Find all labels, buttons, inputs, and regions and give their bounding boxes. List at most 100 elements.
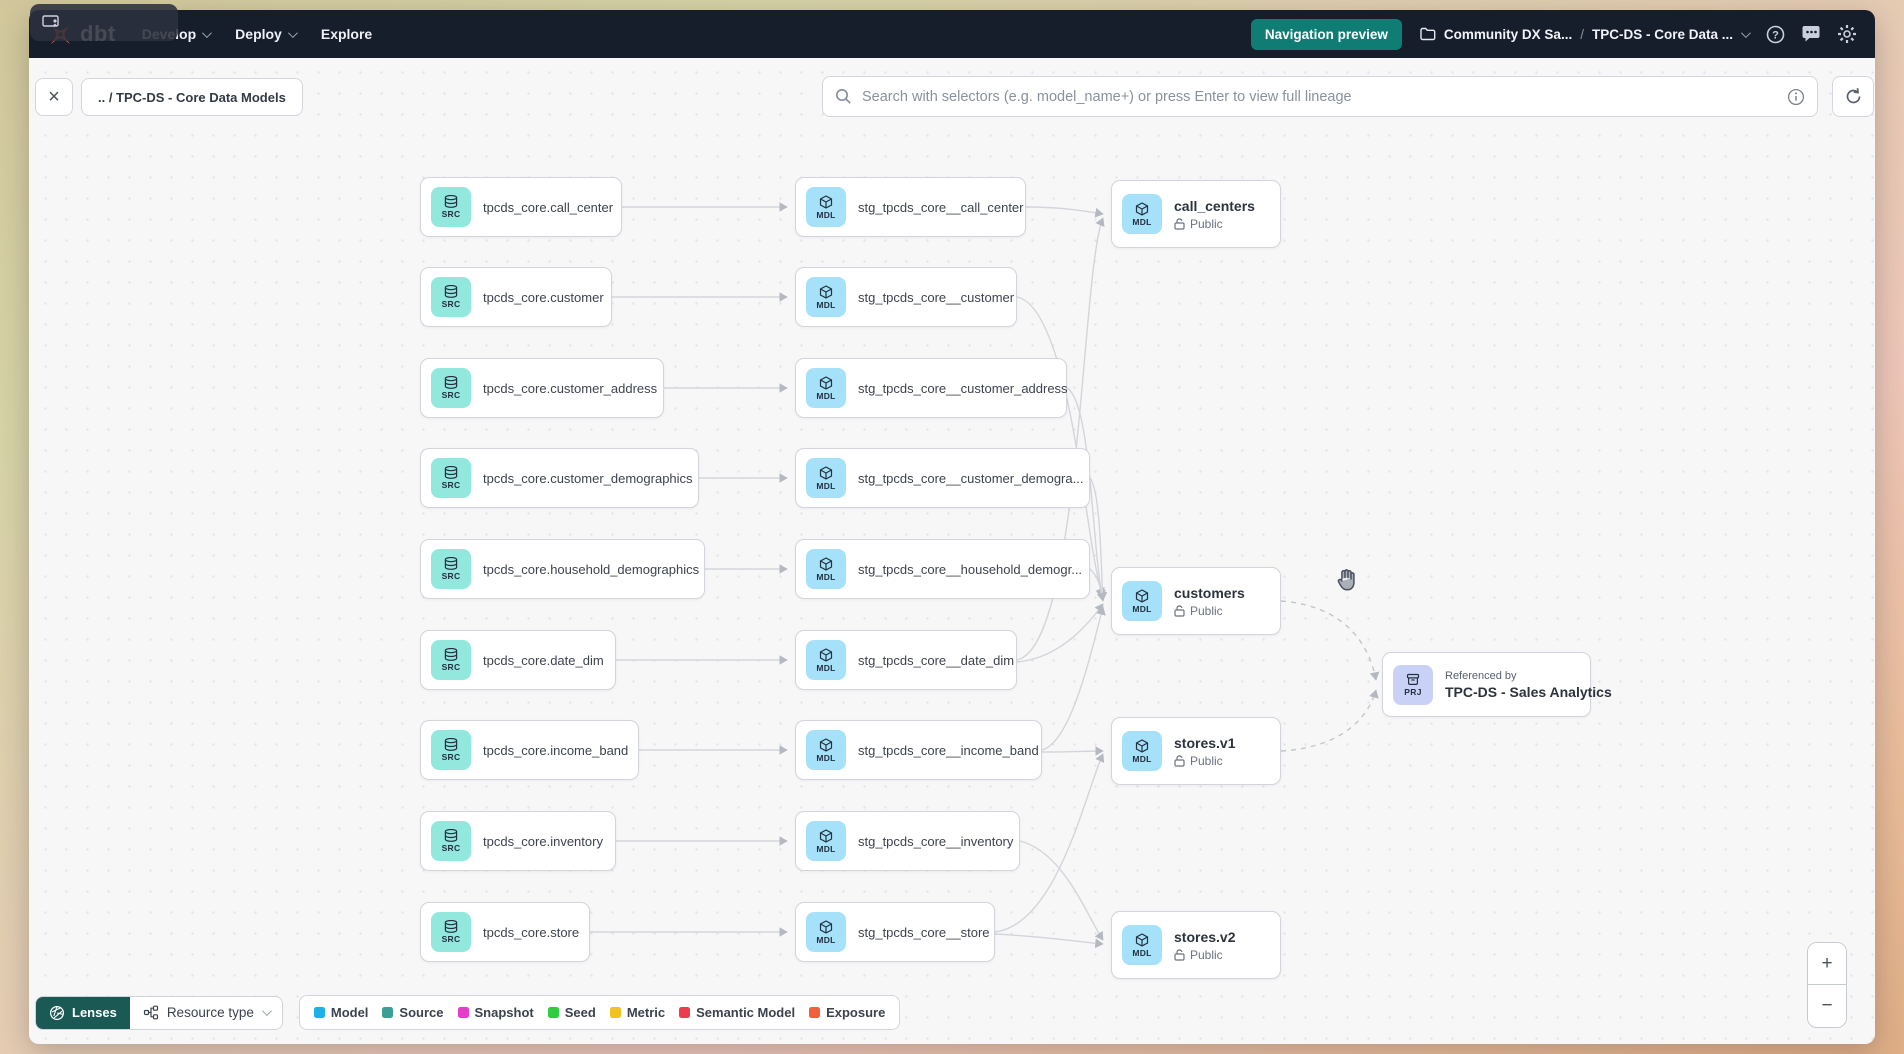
- model-node[interactable]: MDL stg_tpcds_core__inventory: [795, 811, 1020, 871]
- source-icon: SRC: [431, 730, 471, 770]
- source-icon: SRC: [431, 912, 471, 952]
- metric-swatch: [609, 1007, 621, 1018]
- feedback-icon[interactable]: [1801, 25, 1821, 43]
- source-icon: SRC: [431, 368, 471, 408]
- source-icon: SRC: [431, 821, 471, 861]
- source-node[interactable]: SRC tpcds_core.date_dim: [420, 630, 616, 690]
- svg-text:?: ?: [1772, 29, 1779, 41]
- source-icon: SRC: [431, 277, 471, 317]
- resource-type-icon: [143, 1005, 158, 1020]
- model-icon: MDL: [1122, 581, 1162, 621]
- snapshot-swatch: [457, 1007, 469, 1018]
- model-icon: MDL: [806, 821, 846, 861]
- public-model-node[interactable]: MDL stores.v2 Public: [1111, 911, 1281, 979]
- search-placeholder: Search with selectors (e.g. model_name+)…: [862, 88, 1352, 105]
- legend-item: Semantic Model: [679, 1005, 795, 1020]
- source-node[interactable]: SRC tpcds_core.customer_demographics: [420, 448, 699, 508]
- model-node[interactable]: MDL stg_tpcds_core__call_center: [795, 177, 1026, 237]
- legend-item: Exposure: [809, 1005, 885, 1020]
- search-icon: [836, 89, 851, 104]
- bottom-bar: Lenses Resource type Model Source Snapsh: [35, 995, 901, 1030]
- source-node[interactable]: SRC tpcds_core.household_demographics: [420, 539, 705, 599]
- model-icon: MDL: [806, 640, 846, 680]
- public-model-node[interactable]: MDL stores.v1 Public: [1111, 717, 1281, 785]
- source-icon: SRC: [431, 640, 471, 680]
- resource-type-dropdown[interactable]: Resource type: [129, 996, 282, 1029]
- model-icon: MDL: [1122, 925, 1162, 965]
- unlock-icon: [1174, 217, 1185, 230]
- monitor-icon: [42, 14, 59, 27]
- unlock-icon: [1174, 948, 1185, 961]
- nav-item-deploy[interactable]: Deploy: [235, 26, 298, 42]
- help-icon[interactable]: ?: [1766, 25, 1785, 44]
- legend-item: Model: [313, 1005, 368, 1020]
- model-icon: MDL: [806, 187, 846, 227]
- referenced-project-node[interactable]: PRJ Referenced by TPC-DS - Sales Analyti…: [1382, 652, 1612, 717]
- source-node[interactable]: SRC tpcds_core.customer: [420, 267, 612, 327]
- legend-item: Metric: [609, 1005, 665, 1020]
- source-node[interactable]: SRC tpcds_core.store: [420, 902, 590, 962]
- model-node[interactable]: MDL stg_tpcds_core__date_dim: [795, 630, 1017, 690]
- legend-item: Seed: [547, 1005, 596, 1020]
- source-node[interactable]: SRC tpcds_core.inventory: [420, 811, 616, 871]
- app-window: dbt Develop Deploy Explore Navigation pr…: [29, 10, 1875, 1044]
- resource-type-legend: Model Source Snapshot Seed Metric Semant…: [298, 995, 901, 1030]
- info-icon[interactable]: [1787, 88, 1805, 106]
- chevron-down-icon[interactable]: [1740, 27, 1751, 38]
- lineage-breadcrumb[interactable]: .. / TPC-DS - Core Data Models: [81, 78, 303, 116]
- source-node[interactable]: SRC tpcds_core.customer_address: [420, 358, 664, 418]
- model-node[interactable]: MDL stg_tpcds_core__customer_address: [795, 358, 1068, 418]
- model-icon: MDL: [1122, 731, 1162, 771]
- public-model-node[interactable]: MDL customers Public: [1111, 567, 1281, 635]
- unlock-icon: [1174, 754, 1185, 767]
- breadcrumb-page[interactable]: TPC-DS - Core Data ...: [1591, 26, 1733, 42]
- semantic-model-swatch: [679, 1007, 691, 1018]
- chevron-down-icon: [287, 27, 298, 38]
- settings-gear-icon[interactable]: [1837, 24, 1857, 44]
- source-node[interactable]: SRC tpcds_core.income_band: [420, 720, 639, 780]
- legend-item: Snapshot: [457, 1005, 534, 1020]
- lens-icon: [49, 1005, 65, 1020]
- legend-item: Source: [382, 1005, 444, 1020]
- nav-item-explore[interactable]: Explore: [320, 26, 373, 42]
- model-node[interactable]: MDL stg_tpcds_core__store: [795, 902, 995, 962]
- model-icon: MDL: [806, 730, 846, 770]
- model-node[interactable]: MDL stg_tpcds_core__income_band: [795, 720, 1042, 780]
- chevron-down-icon: [202, 27, 213, 38]
- model-swatch: [313, 1007, 325, 1018]
- chevron-down-icon: [261, 1006, 272, 1017]
- model-icon: MDL: [1122, 194, 1162, 234]
- breadcrumb-separator: /: [1580, 26, 1584, 42]
- screen-capture-indicator: [30, 4, 178, 41]
- model-icon: MDL: [806, 368, 846, 408]
- model-icon: MDL: [806, 277, 846, 317]
- grab-cursor: [1337, 569, 1355, 591]
- model-icon: MDL: [806, 458, 846, 498]
- lenses-button[interactable]: Lenses: [36, 996, 130, 1029]
- lineage-canvas[interactable]: × .. / TPC-DS - Core Data Models Search …: [29, 58, 1875, 1044]
- model-node[interactable]: MDL stg_tpcds_core__customer: [795, 267, 1017, 327]
- source-icon: SRC: [431, 549, 471, 589]
- model-node[interactable]: MDL stg_tpcds_core__customer_demogra...: [795, 448, 1090, 508]
- lineage-search-bar[interactable]: Search with selectors (e.g. model_name+)…: [822, 76, 1818, 117]
- public-model-node[interactable]: MDL call_centers Public: [1111, 180, 1281, 248]
- zoom-in-button[interactable]: +: [1808, 943, 1846, 985]
- source-swatch: [382, 1007, 394, 1018]
- model-icon: MDL: [806, 912, 846, 952]
- zoom-controls: + −: [1807, 942, 1847, 1028]
- refresh-button[interactable]: [1832, 76, 1874, 117]
- source-icon: SRC: [431, 458, 471, 498]
- exposure-swatch: [809, 1007, 821, 1018]
- close-lineage-button[interactable]: ×: [35, 78, 73, 116]
- zoom-out-button[interactable]: −: [1808, 985, 1846, 1027]
- unlock-icon: [1174, 604, 1185, 617]
- breadcrumb-project[interactable]: Community DX Sa...: [1443, 26, 1573, 42]
- project-icon: PRJ: [1393, 664, 1433, 705]
- source-node[interactable]: SRC tpcds_core.call_center: [420, 177, 622, 237]
- model-icon: MDL: [806, 549, 846, 589]
- top-nav: dbt Develop Deploy Explore Navigation pr…: [29, 10, 1875, 58]
- navigation-preview-button[interactable]: Navigation preview: [1250, 18, 1402, 50]
- source-icon: SRC: [431, 187, 471, 227]
- model-node[interactable]: MDL stg_tpcds_core__household_demogr...: [795, 539, 1090, 599]
- folder-icon: [1420, 27, 1436, 41]
